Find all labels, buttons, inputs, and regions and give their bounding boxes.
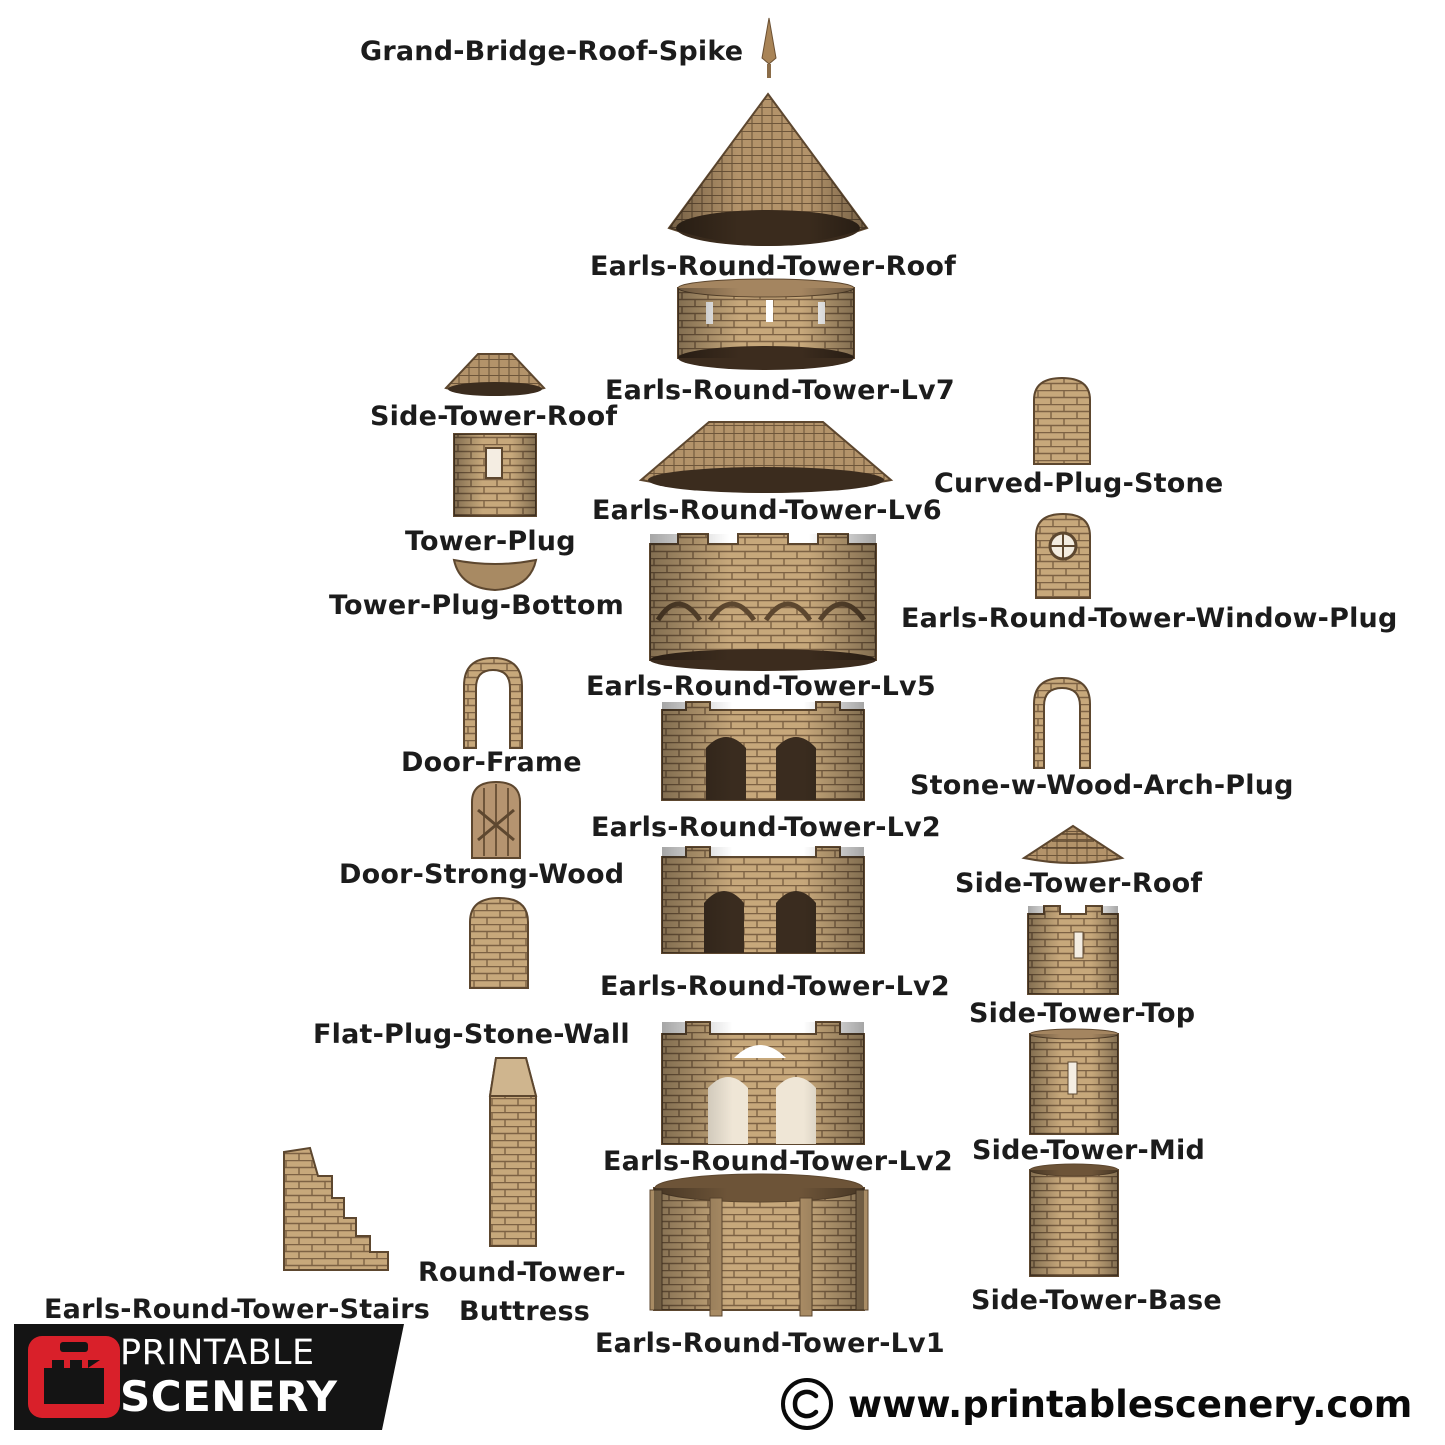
label-door-strong-wood: Door-Strong-Wood [339, 859, 625, 890]
tower-roof-model [667, 92, 869, 252]
tower-stairs-model [280, 1146, 392, 1272]
curved-plug-stone-model [1032, 376, 1092, 466]
label-door-frame: Door-Frame [401, 747, 582, 778]
tower-lv2-b-model [660, 843, 866, 961]
door-strong-wood-model [470, 780, 522, 859]
label-round-tower-buttress-line1: Round-Tower- [418, 1257, 626, 1288]
side-tower-top-model [1026, 904, 1120, 998]
side-tower-roof-left-model [444, 352, 546, 398]
copyright: www.printablescenery.com [780, 1374, 1412, 1434]
tower-lv6-model [638, 418, 894, 496]
brand-logo [14, 1324, 404, 1430]
label-side-tower-top: Side-Tower-Top [969, 998, 1196, 1029]
label-tower-plug-bottom: Tower-Plug-Bottom [329, 590, 624, 621]
label-roof-spike: Grand-Bridge-Roof-Spike [360, 36, 744, 67]
tower-plug-model [452, 430, 538, 520]
label-tower-lv2-a: Earls-Round-Tower-Lv2 [591, 812, 941, 843]
door-frame-model [462, 656, 524, 749]
label-side-tower-base: Side-Tower-Base [971, 1285, 1222, 1316]
label-side-tower-mid: Side-Tower-Mid [972, 1135, 1205, 1166]
label-tower-stairs: Earls-Round-Tower-Stairs [44, 1294, 431, 1325]
label-tower-lv7: Earls-Round-Tower-Lv7 [605, 375, 955, 406]
tower-lv2-c-model [660, 1018, 866, 1152]
label-window-plug: Earls-Round-Tower-Window-Plug [901, 603, 1398, 634]
label-tower-lv2-b: Earls-Round-Tower-Lv2 [600, 971, 950, 1002]
window-plug-model [1034, 512, 1092, 600]
label-round-tower-buttress-line2: Buttress [459, 1296, 590, 1327]
brand-name-line1: PRINTABLE [120, 1333, 315, 1373]
side-tower-roof-right-model [1021, 824, 1125, 866]
stone-wood-arch-plug-model [1032, 676, 1092, 769]
label-tower-lv6: Earls-Round-Tower-Lv6 [592, 495, 942, 526]
copyright-icon [781, 1378, 833, 1430]
tower-lv2-a-model [660, 700, 866, 806]
side-tower-base-model [1028, 1162, 1120, 1280]
label-curved-plug-stone: Curved-Plug-Stone [934, 468, 1224, 499]
label-tower-lv5: Earls-Round-Tower-Lv5 [586, 671, 936, 702]
tower-plug-bottom-model [452, 556, 538, 592]
website-url[interactable]: www.printablescenery.com [848, 1382, 1413, 1426]
tower-lv1-model [649, 1172, 869, 1318]
brand-name-line2: SCENERY [120, 1372, 338, 1421]
tower-lv7-model [676, 278, 856, 372]
label-tower-roof: Earls-Round-Tower-Roof [590, 251, 957, 282]
tower-lv5-model [648, 530, 878, 672]
label-side-tower-roof-left: Side-Tower-Roof [370, 401, 618, 432]
round-tower-buttress-model [486, 1056, 540, 1248]
label-side-tower-roof-right: Side-Tower-Roof [955, 868, 1203, 899]
label-stone-wood-arch-plug: Stone-w-Wood-Arch-Plug [910, 770, 1294, 801]
label-tower-plug: Tower-Plug [405, 526, 576, 557]
flat-plug-stone-wall-model [468, 896, 530, 990]
label-tower-lv1: Earls-Round-Tower-Lv1 [595, 1328, 945, 1359]
label-flat-plug-stone-wall: Flat-Plug-Stone-Wall [313, 1019, 630, 1050]
side-tower-mid-model [1028, 1028, 1120, 1138]
label-tower-lv2-c: Earls-Round-Tower-Lv2 [603, 1146, 953, 1177]
roof-spike-model [756, 17, 782, 78]
